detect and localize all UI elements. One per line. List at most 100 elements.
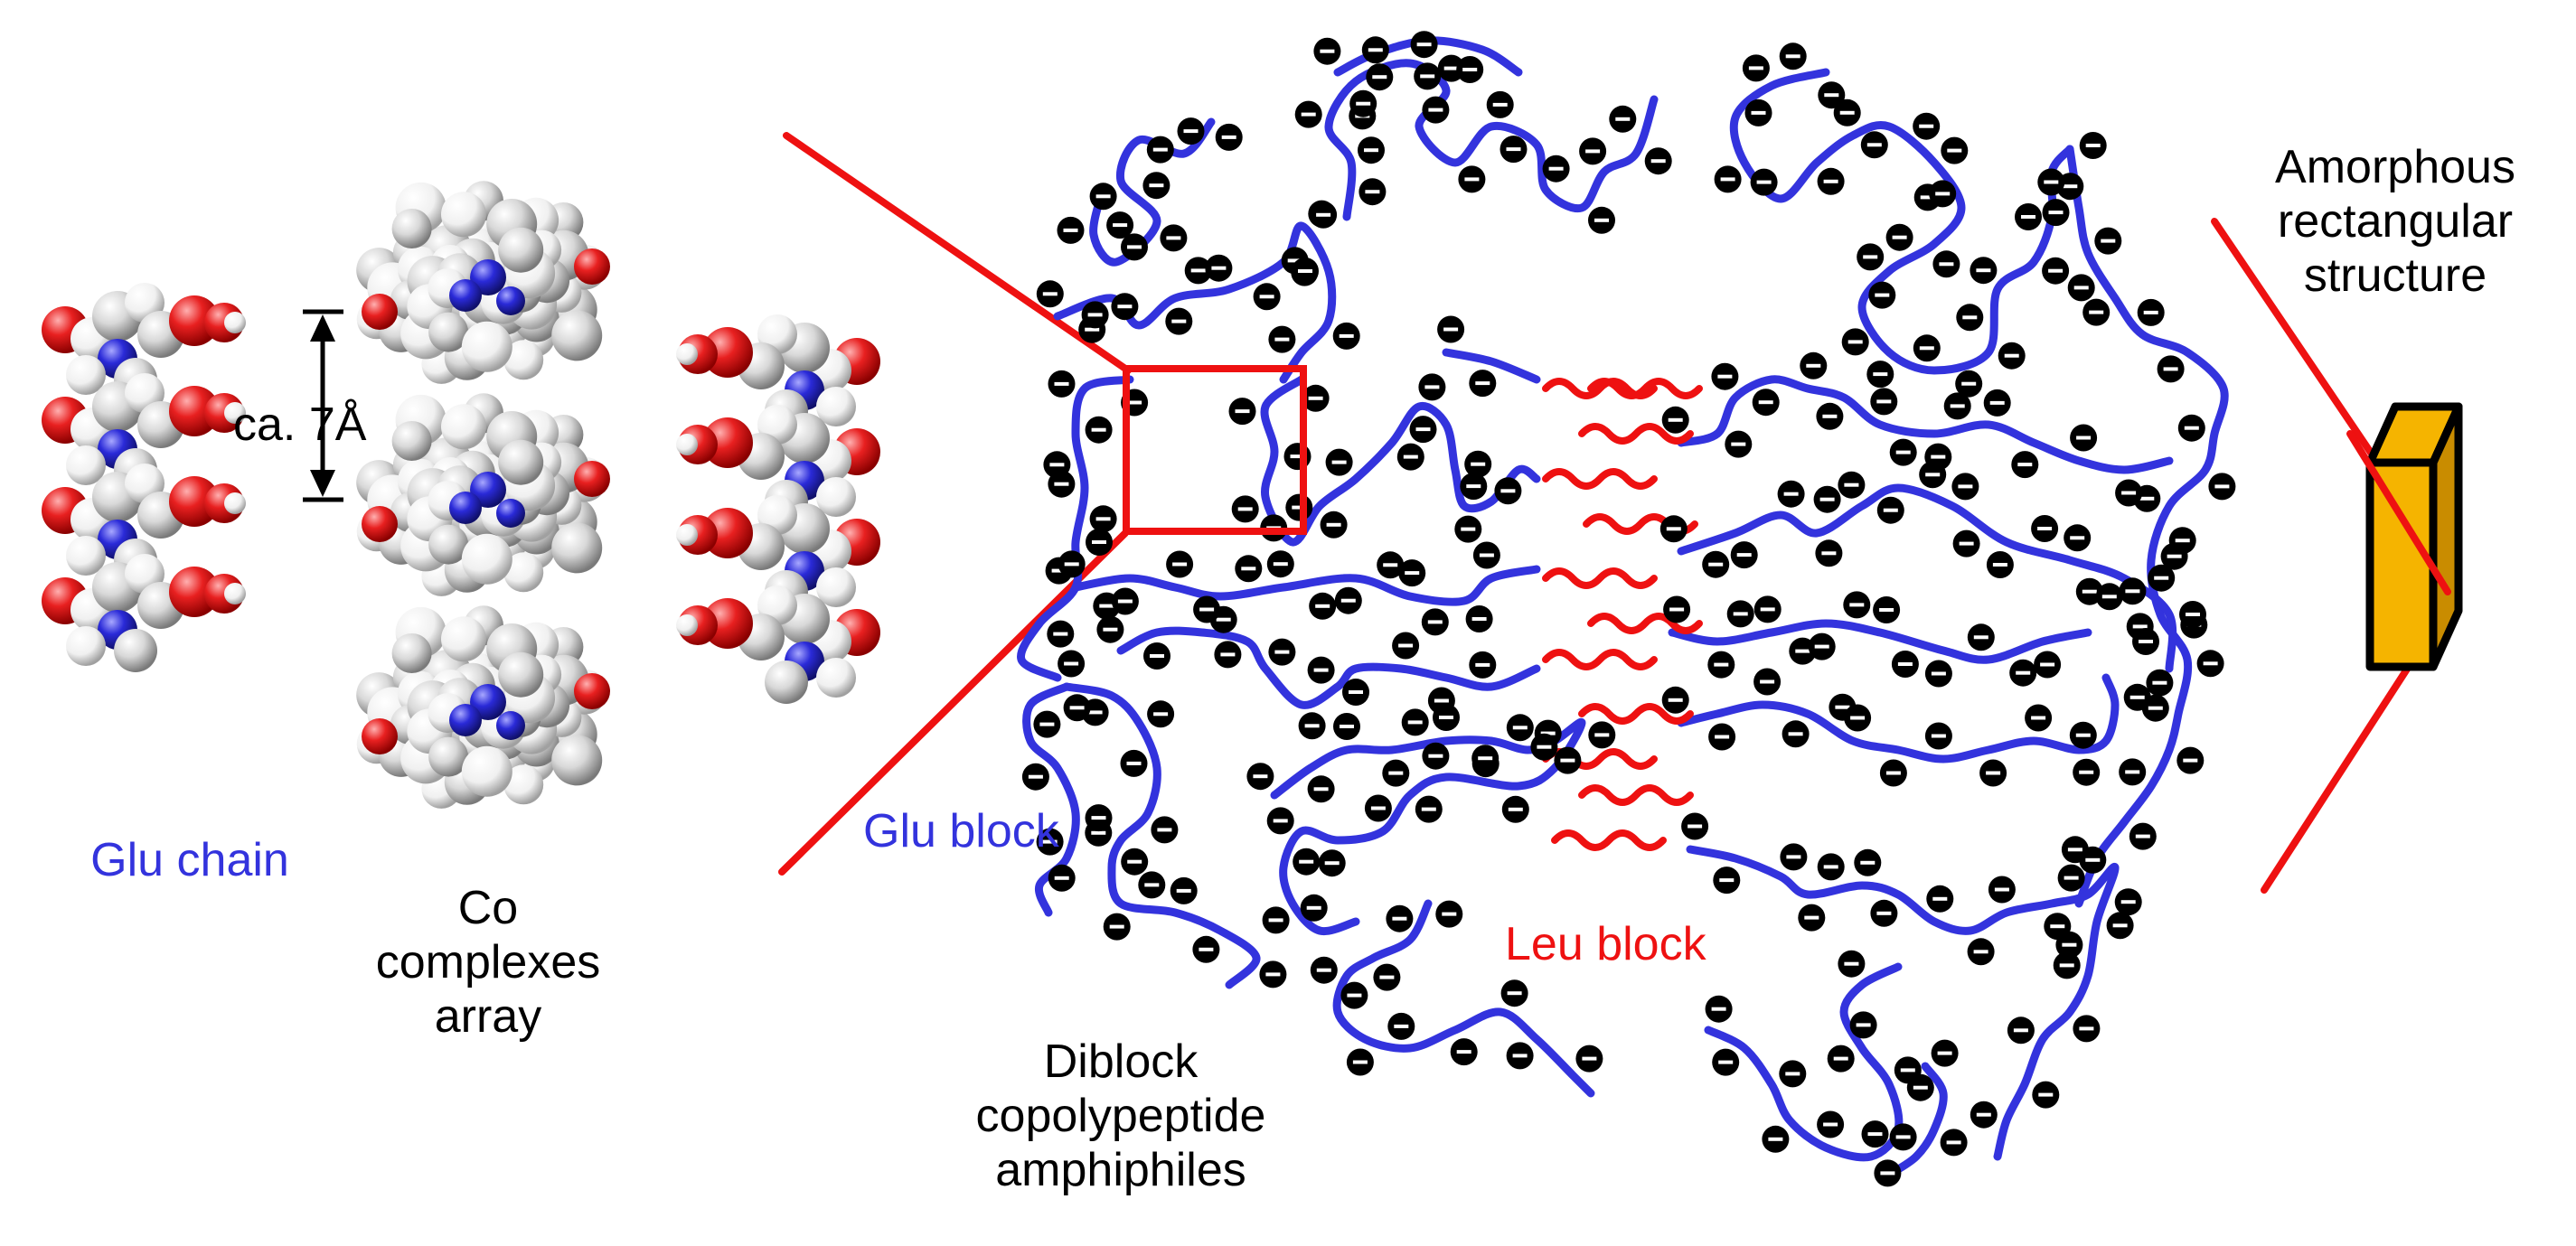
glu-chain-segment: [1017, 375, 1134, 682]
negative-charge: [1454, 515, 1482, 543]
atom-C: [498, 227, 544, 273]
negative-charge: [2179, 601, 2206, 628]
negative-charge: [1422, 96, 1450, 124]
atom-C: [551, 735, 603, 786]
negative-charge: [1970, 257, 1998, 285]
leu-block-segment: [1542, 468, 1658, 490]
negative-charge: [2196, 650, 2224, 678]
leu-block-segment: [1578, 703, 1694, 725]
negative-charge: [1151, 816, 1179, 844]
zoom-line-over-block: [2346, 430, 2451, 595]
negative-charge: [1575, 1045, 1603, 1073]
negative-charge: [1294, 100, 1322, 128]
negative-charge: [1932, 250, 1960, 278]
glu-chain-segment: [1270, 717, 1586, 936]
negative-charge: [1096, 615, 1124, 643]
negative-charge: [1800, 351, 1828, 379]
negative-charge: [2123, 683, 2151, 711]
negative-charge: [1214, 641, 1242, 669]
negative-charge: [1392, 632, 1420, 660]
negative-charge: [1506, 1042, 1534, 1070]
atom-H: [224, 492, 246, 514]
atom-O: [362, 294, 398, 330]
atom-O: [169, 386, 220, 436]
negative-charge: [1870, 388, 1898, 416]
negative-charge: [1983, 389, 2011, 417]
negative-charge: [1146, 136, 1174, 164]
glu-chain-molecule-right: [676, 314, 880, 704]
negative-charge: [1036, 280, 1064, 308]
negative-charge: [1422, 742, 1450, 770]
negative-charge: [1414, 62, 1442, 90]
atom-H: [441, 192, 486, 238]
atom-C: [114, 629, 157, 672]
negative-charge: [1332, 322, 1360, 350]
atom-H: [676, 614, 698, 636]
leu-block-segment: [1587, 613, 1703, 634]
negative-charge: [1919, 461, 1947, 489]
negative-charge: [1943, 392, 1971, 420]
negative-charge: [1386, 904, 1414, 932]
negative-charge: [1184, 257, 1212, 285]
negative-charge: [1366, 63, 1394, 91]
negative-charge: [1147, 700, 1175, 728]
negative-charge: [1111, 293, 1139, 321]
negative-charge: [1450, 1038, 1478, 1066]
negative-charge: [1456, 56, 1484, 83]
negative-charge: [1588, 206, 1615, 234]
negative-charge: [1235, 555, 1263, 583]
negative-charge: [2073, 1015, 2101, 1043]
atom-C: [765, 660, 808, 704]
negative-charge: [1058, 550, 1086, 578]
negative-charge: [1142, 172, 1170, 200]
negative-charge: [1318, 849, 1346, 877]
negative-charge: [2176, 746, 2205, 774]
negative-charge: [1663, 595, 1691, 623]
negative-charge: [2011, 451, 2039, 479]
negative-charge: [1333, 713, 1360, 740]
negative-charge: [1849, 1011, 1877, 1039]
negative-charge: [1292, 258, 1319, 285]
negative-charge: [1725, 430, 1753, 458]
negative-charge: [1967, 938, 1995, 966]
atom-C: [391, 209, 432, 248]
negative-charge: [1342, 679, 1369, 706]
negative-charge: [1742, 54, 1770, 82]
negative-charge: [1879, 759, 1907, 787]
negative-charge: [1165, 307, 1193, 335]
atom-N: [449, 492, 482, 524]
glu-chain-segment: [1677, 483, 2177, 673]
negative-charge: [1940, 1129, 1968, 1157]
negative-charge: [1138, 871, 1166, 899]
leu-block-segment: [1542, 567, 1658, 589]
atom-O: [702, 417, 753, 468]
negative-charge: [1714, 165, 1742, 193]
negative-charge: [1415, 795, 1443, 823]
negative-charge: [2114, 888, 2142, 916]
negative-charge: [1798, 904, 1826, 932]
negative-charge: [1588, 721, 1616, 749]
atom-H: [816, 658, 856, 698]
negative-charge: [1160, 224, 1188, 252]
zoom-lines-left: [778, 132, 1132, 876]
negative-charge: [1874, 1159, 1902, 1187]
negative-charge: [1779, 42, 1807, 70]
negative-charge: [1231, 495, 1259, 523]
atom-H: [66, 445, 106, 485]
negative-charge: [2208, 473, 2236, 501]
negative-charge: [1310, 201, 1338, 229]
negative-charge: [2009, 659, 2037, 687]
negative-charge: [1058, 650, 1086, 678]
glu-chain-segment: [1686, 845, 2120, 1161]
negative-charge: [1410, 31, 1438, 59]
negative-charge: [1838, 471, 1866, 499]
atom-N: [496, 286, 525, 315]
negative-charge: [1228, 398, 1256, 426]
negative-charge: [1121, 233, 1148, 261]
leu-block-segment: [1551, 829, 1667, 851]
negative-charge: [1387, 1012, 1415, 1040]
negative-charge: [2042, 257, 2070, 285]
glu-block-label: Glu block: [863, 805, 1059, 857]
negative-charge: [1753, 595, 1782, 623]
negative-charge: [1307, 775, 1335, 803]
